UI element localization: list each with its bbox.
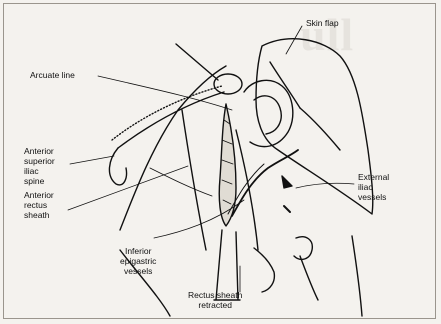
leader-anterior-rectus (68, 166, 188, 210)
retractor-ring (214, 74, 242, 94)
leader-asis (70, 156, 114, 164)
label-rectus-sheath-retracted: Rectus sheath retracted (188, 290, 242, 310)
iliac-crest-outline (112, 86, 222, 140)
leader-external-iliac (296, 183, 354, 188)
body-contour-left (120, 66, 226, 230)
retractor-clamp (254, 248, 274, 292)
label-arcuate-line: Arcuate line (30, 70, 75, 80)
body-contour-right (352, 236, 362, 316)
peritoneum-fold (244, 80, 293, 146)
vessel-hook (294, 237, 312, 260)
asis-bump (109, 148, 126, 185)
label-inferior-epigastric-vessels: Inferior epigastric vessels (120, 246, 156, 276)
sheath-edge (150, 168, 212, 196)
sheath-line-left (182, 110, 206, 250)
label-skin-flap: Skin flap (306, 18, 339, 28)
leader-arcuate (98, 76, 232, 110)
arrow-mark (282, 176, 292, 188)
skin-flap-fold (270, 62, 300, 108)
small-mark (284, 206, 290, 212)
label-anterior-superior-iliac-spine: Anterior superior iliac spine (24, 146, 55, 186)
skin-flap-edge (300, 108, 340, 150)
skin-flap-outline (256, 39, 373, 214)
label-external-iliac-vessels: External iliac vessels (358, 172, 389, 202)
leader-skin-flap (286, 26, 302, 54)
peritoneum-fold-inner (254, 96, 281, 134)
vessel-hook-handle (300, 256, 318, 300)
retractor-arm (176, 44, 218, 80)
label-anterior-rectus-sheath: Anterior rectus sheath (24, 190, 54, 220)
